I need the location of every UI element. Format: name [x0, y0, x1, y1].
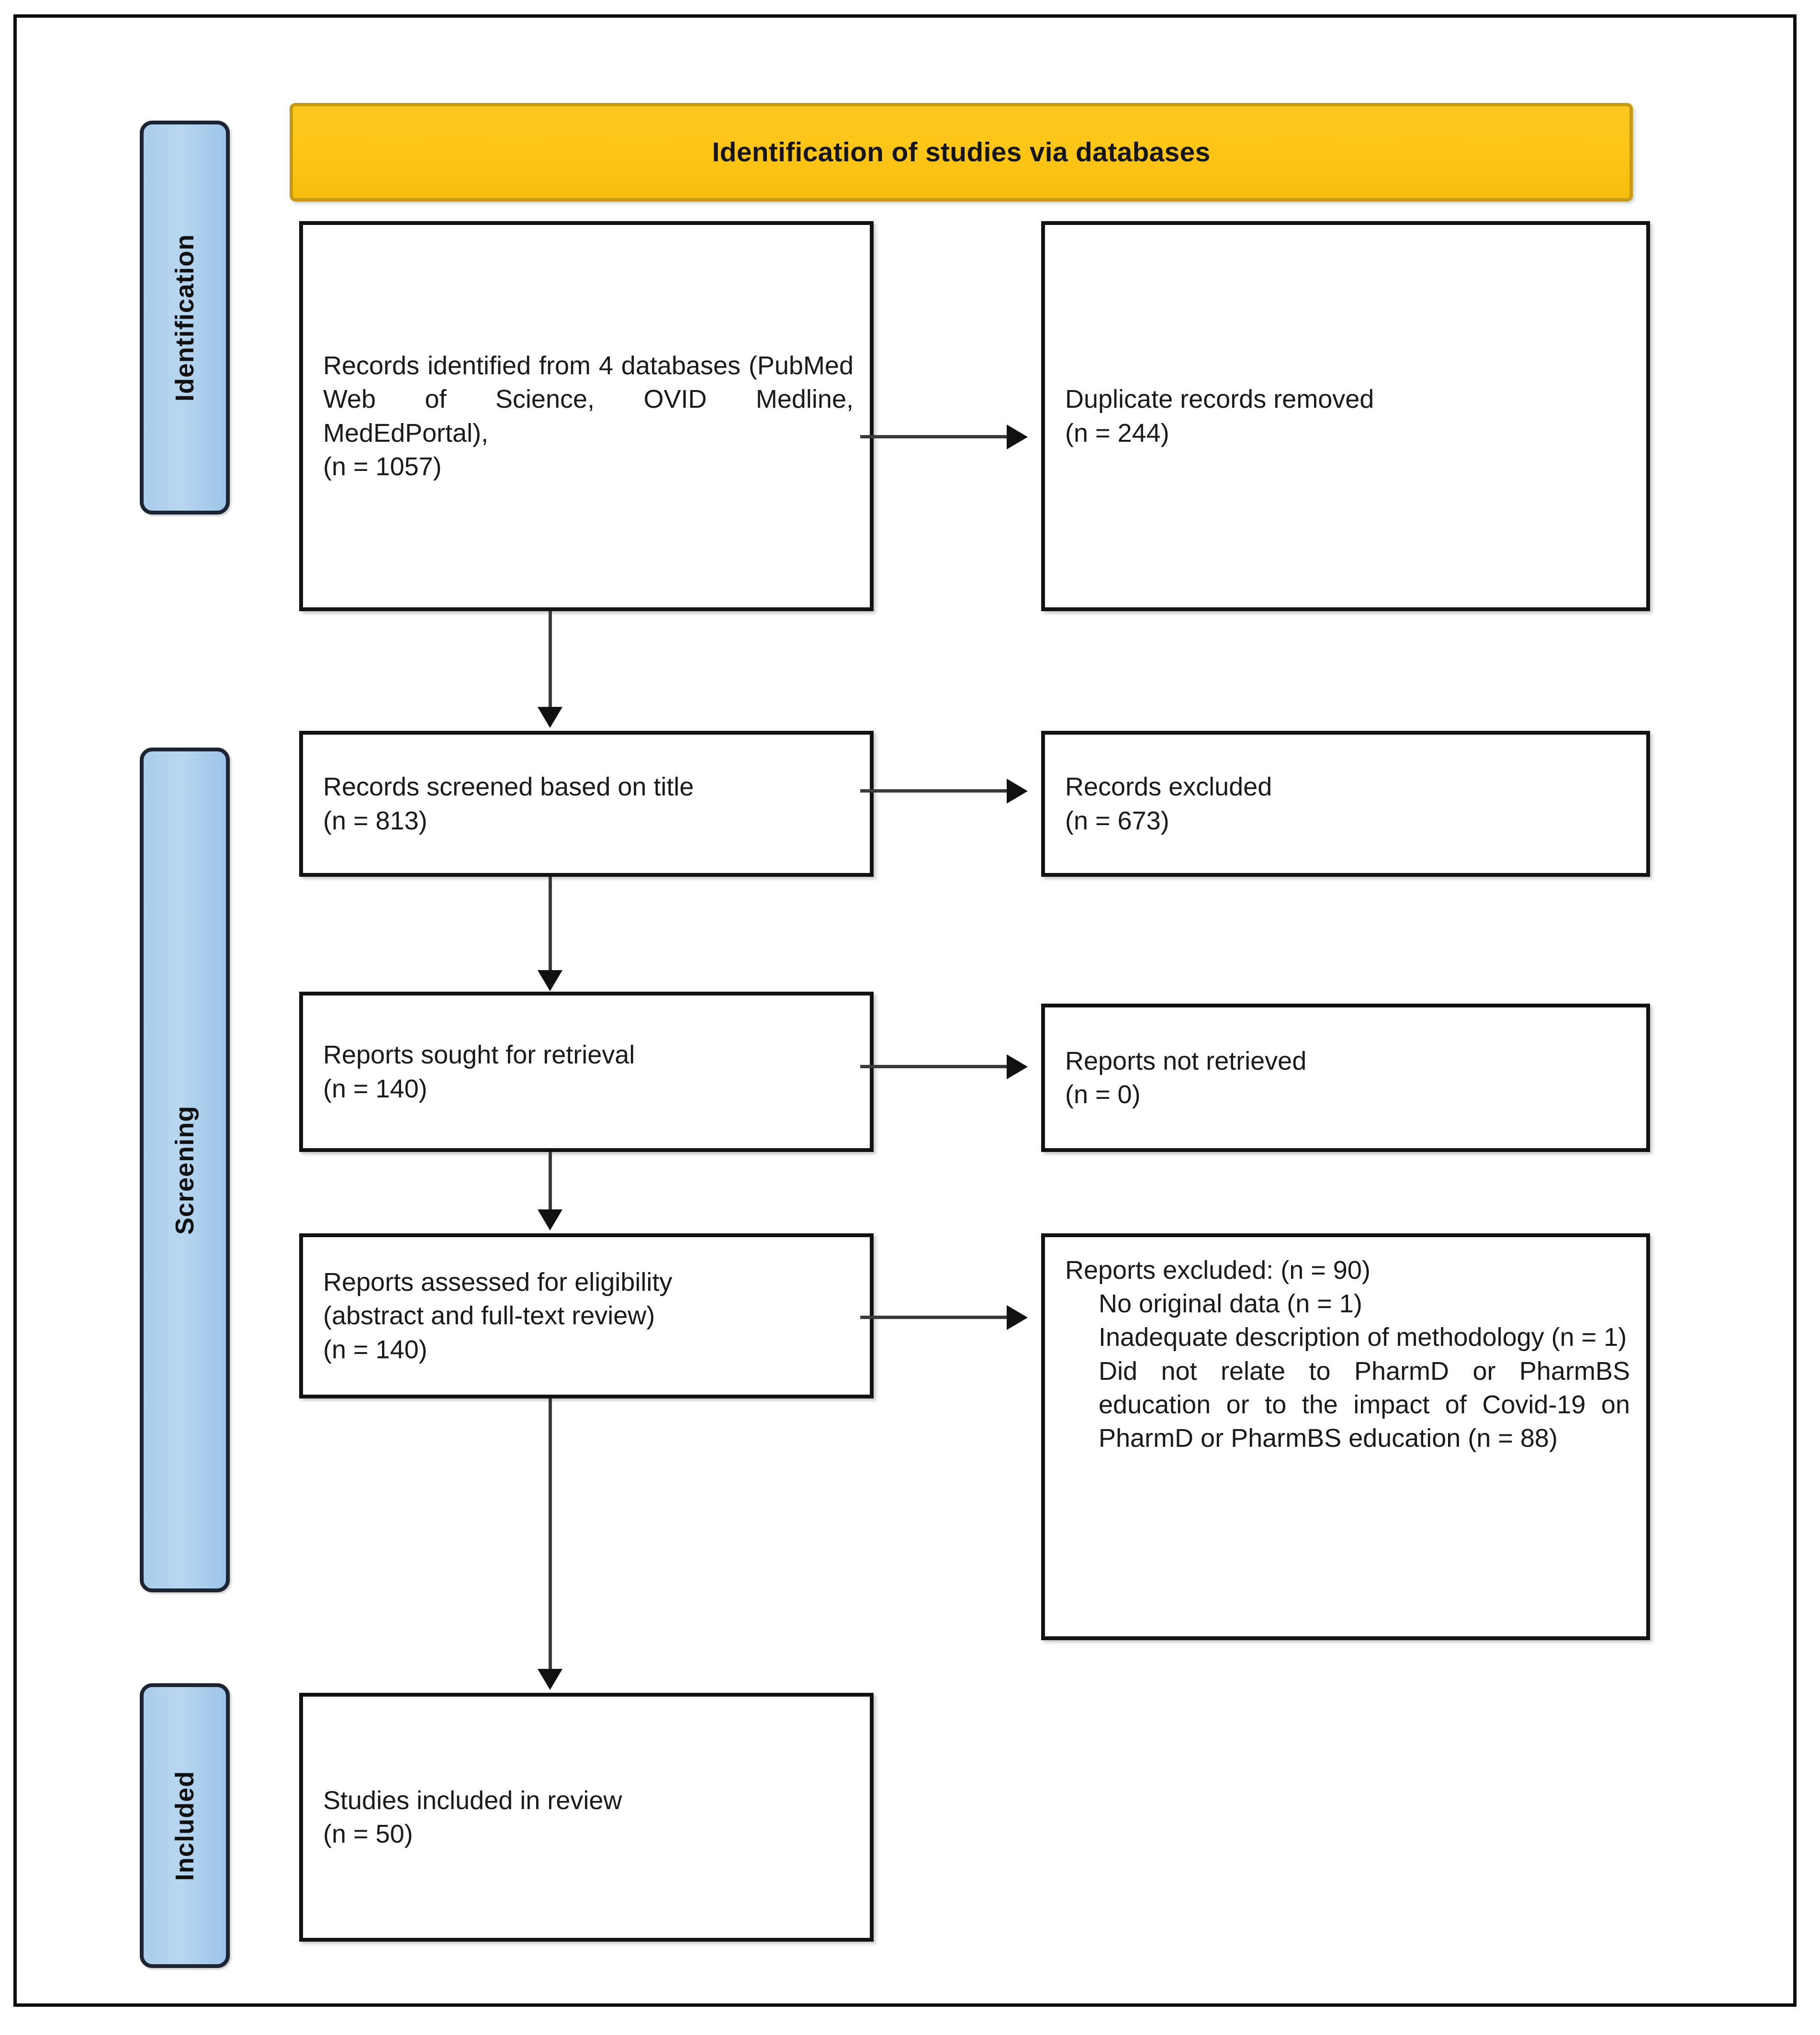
reports-not-retrieved-line1: Reports not retrieved: [1065, 1046, 1307, 1075]
arrowhead-screened-to-sought: [538, 970, 562, 991]
duplicates-removed-line1: Duplicate records removed: [1065, 385, 1374, 414]
arrowhead-screened-to-excluded: [1007, 779, 1028, 804]
reports-excluded-reason-3: Did not relate to PharmD or PharmBS educ…: [1099, 1356, 1630, 1453]
records-screened-line1: Records screened based on title: [323, 772, 694, 802]
box-records-identified: Records identified from 4 databases (Pub…: [299, 221, 874, 611]
connector-screened-to-sought: [549, 877, 552, 973]
reports-not-retrieved-count: (n = 0): [1065, 1080, 1141, 1109]
connector-assessed-to-excluded: [860, 1316, 1022, 1319]
connector-identified-to-duplicates: [860, 435, 1022, 438]
reports-assessed-line1: Reports assessed for eligibility: [323, 1268, 673, 1297]
box-records-excluded: Records excluded (n = 673): [1041, 731, 1650, 877]
stage-pill-identification: Identification: [140, 121, 230, 514]
studies-included-count: (n = 50): [323, 1820, 413, 1848]
records-identified-count: (n = 1057): [323, 452, 442, 481]
arrowhead-assessed-to-excluded: [1007, 1305, 1028, 1330]
stage-label-included: Included: [170, 1770, 199, 1881]
connector-assessed-to-included: [549, 1398, 552, 1671]
stage-label-identification: Identification: [170, 234, 199, 402]
reports-sought-line1: Reports sought for retrieval: [323, 1040, 635, 1070]
reports-excluded-heading: Reports excluded: (n = 90): [1065, 1256, 1371, 1285]
box-reports-sought: Reports sought for retrieval (n = 140): [299, 992, 874, 1152]
arrowhead-assessed-to-included: [538, 1669, 562, 1690]
header-banner-label: Identification of studies via databases: [712, 137, 1211, 168]
arrowhead-sought-to-not-retrieved: [1007, 1054, 1028, 1079]
records-excluded-line1: Records excluded: [1065, 772, 1272, 802]
records-identified-line1: Records identified from 4 databases (Pub…: [323, 351, 854, 447]
studies-included-line1: Studies included in review: [323, 1786, 622, 1815]
reports-excluded-reason-1: No original data (n = 1): [1099, 1289, 1362, 1319]
stage-pill-included: Included: [140, 1683, 230, 1968]
arrowhead-identified-to-duplicates: [1007, 425, 1028, 449]
box-records-screened: Records screened based on title (n = 813…: [299, 731, 874, 877]
reports-assessed-line2: (abstract and full-text review): [323, 1301, 655, 1331]
connector-sought-to-assessed: [549, 1152, 552, 1212]
reports-sought-count: (n = 140): [323, 1074, 427, 1103]
stage-pill-screening: Screening: [140, 748, 230, 1592]
arrowhead-sought-to-assessed: [538, 1209, 562, 1230]
records-excluded-count: (n = 673): [1065, 806, 1169, 835]
header-banner: Identification of studies via databases: [290, 103, 1633, 201]
arrowhead-identified-to-screened: [538, 707, 562, 728]
duplicates-removed-count: (n = 244): [1065, 418, 1169, 447]
connector-identified-to-screened: [549, 611, 552, 709]
box-duplicates-removed: Duplicate records removed (n = 244): [1041, 221, 1650, 611]
reports-assessed-count: (n = 140): [323, 1335, 427, 1364]
stage-label-screening: Screening: [170, 1105, 199, 1235]
diagram-outer-frame: Identification of studies via databases …: [13, 14, 1797, 2007]
connector-sought-to-not-retrieved: [860, 1065, 1022, 1068]
box-reports-not-retrieved: Reports not retrieved (n = 0): [1041, 1004, 1650, 1152]
box-studies-included: Studies included in review (n = 50): [299, 1693, 874, 1942]
connector-screened-to-excluded: [860, 789, 1022, 793]
box-reports-excluded-detail: Reports excluded: (n = 90) No original d…: [1041, 1233, 1650, 1640]
records-screened-count: (n = 813): [323, 806, 427, 835]
reports-excluded-reason-2: Inadequate description of methodology (n…: [1099, 1323, 1627, 1352]
box-reports-assessed: Reports assessed for eligibility (abstra…: [299, 1233, 874, 1398]
